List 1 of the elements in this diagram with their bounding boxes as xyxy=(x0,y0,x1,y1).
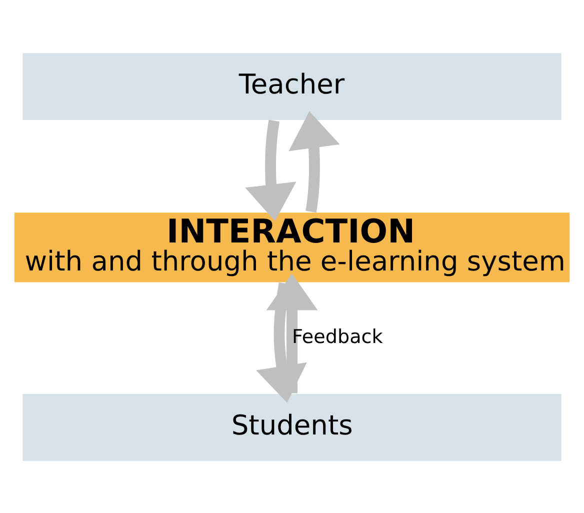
edge-label: Feedback xyxy=(292,324,383,348)
